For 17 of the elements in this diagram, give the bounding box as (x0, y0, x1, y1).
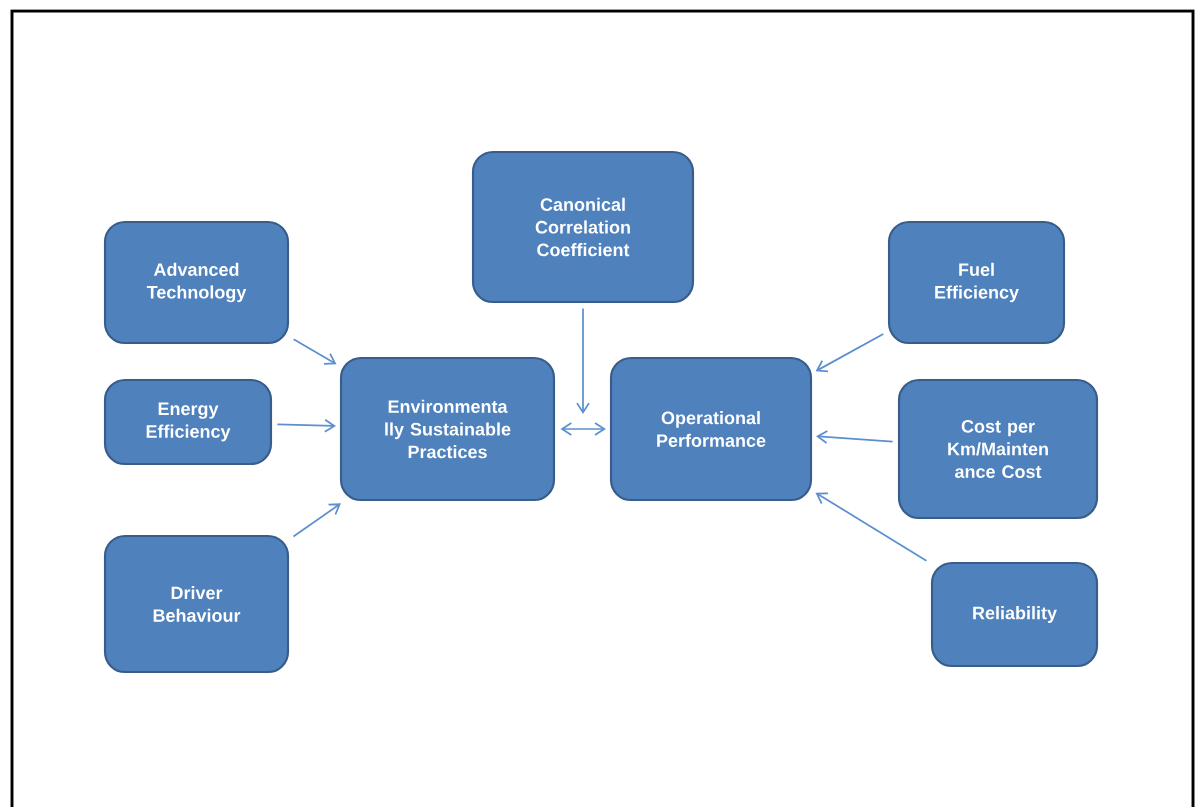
rounded-box: Reliability (930, 561, 1099, 668)
rounded-box: Driver Behaviour (103, 534, 290, 674)
arrow (576, 307, 590, 415)
rounded-box: Fuel Efficiency (887, 220, 1066, 345)
rounded-box: Cost per Km/Mainten ance Cost (897, 378, 1099, 520)
rounded-box: Advanced Technology (103, 220, 290, 345)
arrow (815, 492, 928, 562)
arrow (560, 422, 606, 436)
arrow (816, 430, 894, 444)
arrow (815, 333, 885, 373)
rounded-box: Energy Efficiency (103, 378, 273, 466)
arrow (292, 338, 337, 365)
arrow (292, 503, 341, 538)
rounded-box: Canonical Correlation Coefficient (471, 150, 695, 304)
rounded-box: Environmenta lly Sustainable Practices (339, 356, 556, 502)
rounded-box: Operational Performance (609, 356, 813, 502)
arrow (276, 418, 336, 433)
